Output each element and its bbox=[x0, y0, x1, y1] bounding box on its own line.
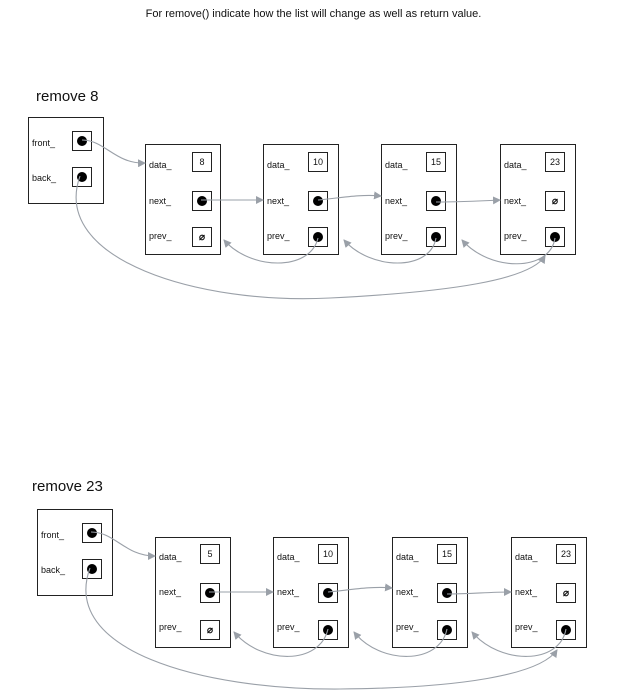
data-label: data_ bbox=[515, 552, 538, 562]
data-cell: 5 bbox=[200, 544, 220, 564]
data-cell: 15 bbox=[426, 152, 446, 172]
pointer-dot bbox=[323, 588, 333, 598]
next-pointer-cell bbox=[192, 191, 212, 211]
next-label: next_ bbox=[396, 587, 419, 597]
pointer-dot bbox=[77, 136, 87, 146]
front-label: front_ bbox=[41, 530, 65, 540]
pointer-dot bbox=[550, 232, 560, 242]
prev-label: prev_ bbox=[504, 231, 527, 241]
data-label: data_ bbox=[159, 552, 182, 562]
node-2-1: data_ next_ prev_ 5 ⌀ bbox=[155, 537, 231, 648]
next-null-cell: ⌀ bbox=[556, 583, 576, 603]
pointer-dot bbox=[431, 232, 441, 242]
pointer-dot bbox=[87, 528, 97, 538]
prev-pointer-cell bbox=[308, 227, 328, 247]
data-cell: 23 bbox=[556, 544, 576, 564]
prev-label: prev_ bbox=[385, 231, 408, 241]
prev-pointer-cell bbox=[556, 620, 576, 640]
back-label: back_ bbox=[41, 565, 66, 575]
node-1-4: data_ next_ prev_ 23 ⌀ bbox=[500, 144, 576, 255]
data-label: data_ bbox=[504, 160, 527, 170]
front-pointer-cell bbox=[72, 131, 92, 151]
next-pointer-cell bbox=[437, 583, 457, 603]
data-label: data_ bbox=[149, 160, 172, 170]
data-label: data_ bbox=[396, 552, 419, 562]
next-pointer-cell bbox=[318, 583, 338, 603]
prev-pointer-cell bbox=[318, 620, 338, 640]
pointer-dot bbox=[323, 625, 333, 635]
instruction-text: For remove() indicate how the list will … bbox=[145, 8, 482, 20]
prev-pointer-cell bbox=[437, 620, 457, 640]
front-label: front_ bbox=[32, 138, 56, 148]
pointer-dot bbox=[77, 172, 87, 182]
node-2-3: data_ next_ prev_ 15 bbox=[392, 537, 468, 648]
data-cell: 10 bbox=[308, 152, 328, 172]
next-label: next_ bbox=[515, 587, 538, 597]
next-label: next_ bbox=[504, 196, 527, 206]
node-2-4: data_ next_ prev_ 23 ⌀ bbox=[511, 537, 587, 648]
prev-label: prev_ bbox=[277, 622, 300, 632]
data-cell: 8 bbox=[192, 152, 212, 172]
front-pointer-cell bbox=[82, 523, 102, 543]
next-pointer-cell bbox=[426, 191, 446, 211]
pointer-dot bbox=[442, 625, 452, 635]
prev-pointer-cell bbox=[545, 227, 565, 247]
prev-pointer-cell bbox=[426, 227, 446, 247]
back-pointer-cell bbox=[82, 559, 102, 579]
next-label: next_ bbox=[385, 196, 408, 206]
pointer-dot bbox=[561, 625, 571, 635]
node-2-2: data_ next_ prev_ 10 bbox=[273, 537, 349, 648]
prev-label: prev_ bbox=[159, 622, 182, 632]
pointer-dot bbox=[431, 196, 441, 206]
data-label: data_ bbox=[385, 160, 408, 170]
prev-label: prev_ bbox=[515, 622, 538, 632]
data-label: data_ bbox=[267, 160, 290, 170]
node-1-3: data_ next_ prev_ 15 bbox=[381, 144, 457, 255]
pointer-dot bbox=[205, 588, 215, 598]
data-cell: 10 bbox=[318, 544, 338, 564]
next-label: next_ bbox=[159, 587, 182, 597]
prev-label: prev_ bbox=[149, 231, 172, 241]
pointer-dot bbox=[313, 232, 323, 242]
pointer-dot bbox=[197, 196, 207, 206]
pointer-dot bbox=[313, 196, 323, 206]
diagram-1-title: remove 8 bbox=[36, 88, 99, 105]
data-label: data_ bbox=[277, 552, 300, 562]
pointer-dot bbox=[442, 588, 452, 598]
prev-null-cell: ⌀ bbox=[192, 227, 212, 247]
next-pointer-cell bbox=[308, 191, 328, 211]
list-header-1: front_ back_ bbox=[28, 117, 104, 204]
diagram-2-title: remove 23 bbox=[32, 478, 103, 495]
next-pointer-cell bbox=[200, 583, 220, 603]
back-pointer-cell bbox=[72, 167, 92, 187]
next-label: next_ bbox=[267, 196, 290, 206]
back-label: back_ bbox=[32, 173, 57, 183]
prev-label: prev_ bbox=[396, 622, 419, 632]
data-cell: 23 bbox=[545, 152, 565, 172]
node-1-1: data_ next_ prev_ 8 ⌀ bbox=[145, 144, 221, 255]
next-label: next_ bbox=[277, 587, 300, 597]
node-1-2: data_ next_ prev_ 10 bbox=[263, 144, 339, 255]
next-label: next_ bbox=[149, 196, 172, 206]
list-header-2: front_ back_ bbox=[37, 509, 113, 596]
prev-null-cell: ⌀ bbox=[200, 620, 220, 640]
pointer-dot bbox=[87, 564, 97, 574]
data-cell: 15 bbox=[437, 544, 457, 564]
prev-label: prev_ bbox=[267, 231, 290, 241]
next-null-cell: ⌀ bbox=[545, 191, 565, 211]
